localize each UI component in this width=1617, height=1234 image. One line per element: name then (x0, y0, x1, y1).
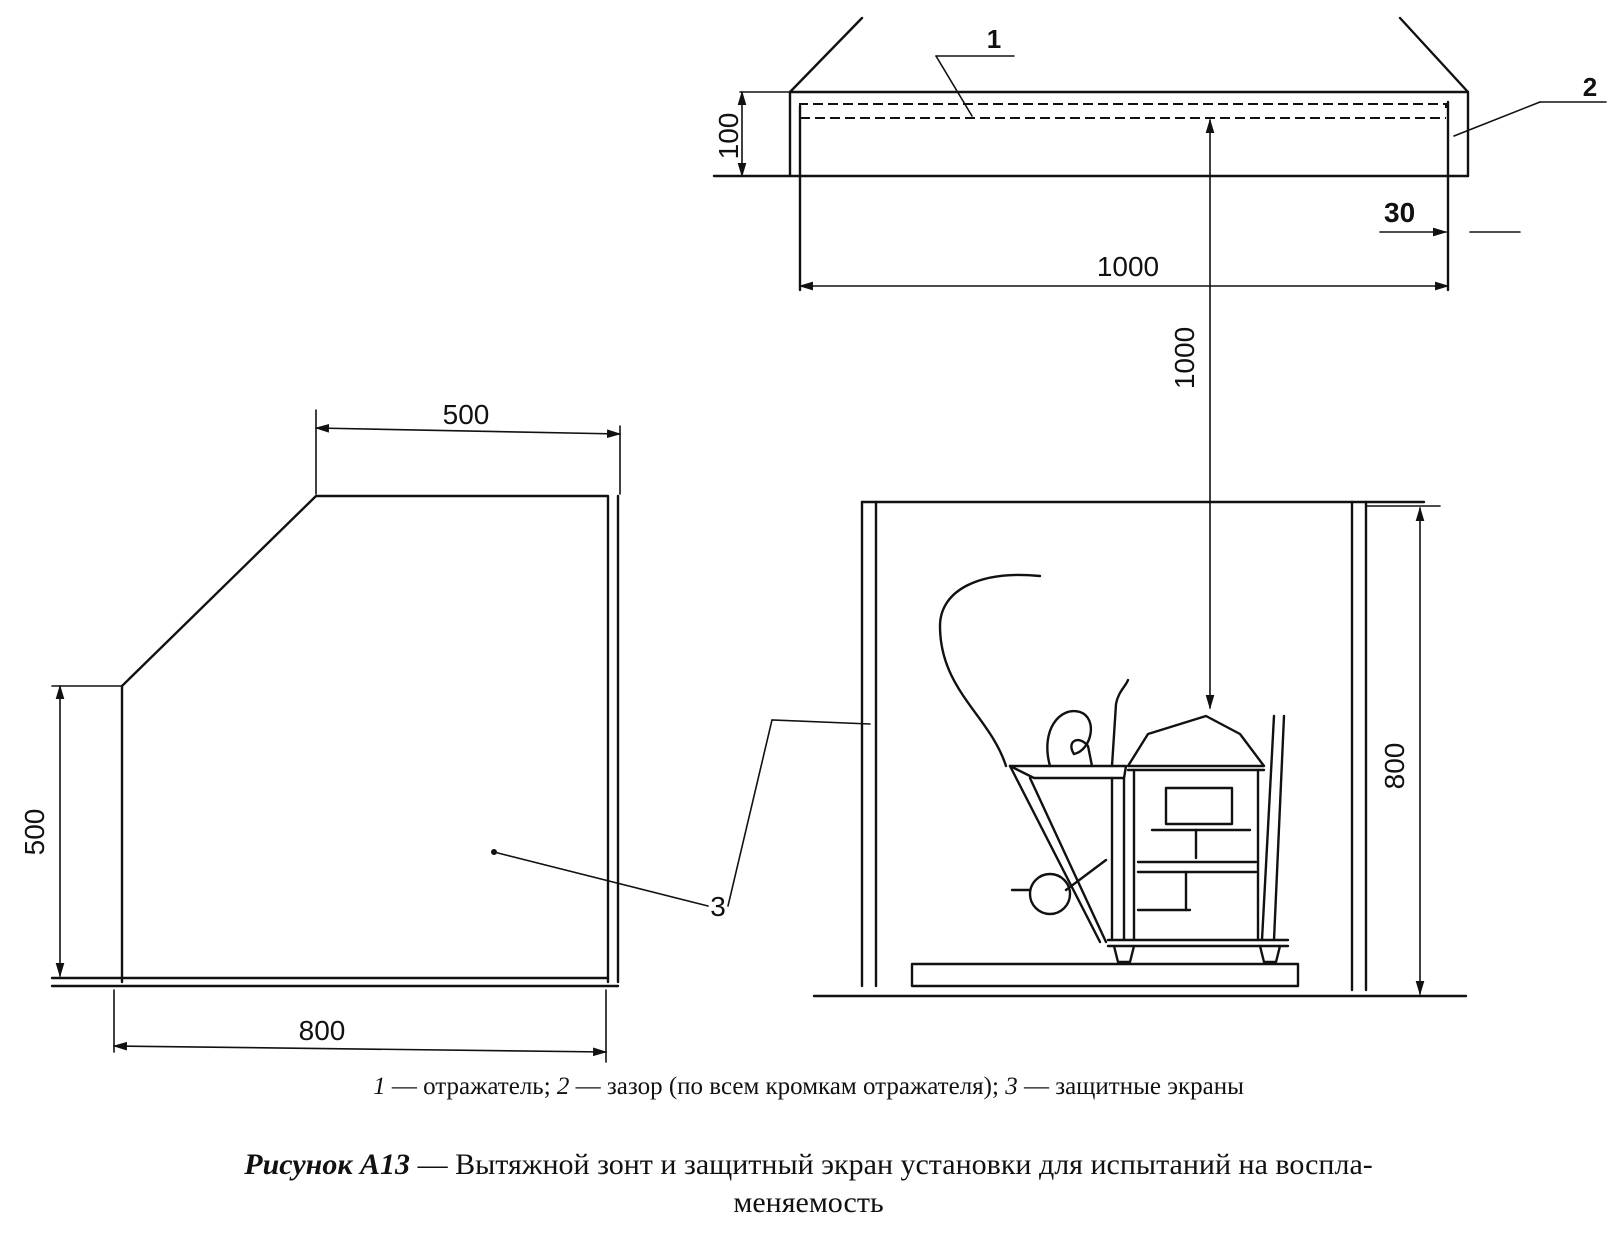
screen-top-width-dimension: 500 (314, 399, 622, 495)
caption-line-2: меняемость (733, 1186, 884, 1219)
hood-to-burner-dimension: 1000 (1169, 118, 1215, 710)
protective-screen-side (50, 494, 620, 988)
callout-1-label: 1 (987, 24, 1001, 54)
legend-text-2: — зазор (по всем кромкам отражателя); (569, 1073, 1006, 1100)
callout-3: 3 (491, 719, 871, 922)
callout-2-label: 2 (1583, 72, 1597, 102)
screen-top-width-label: 500 (443, 399, 490, 430)
hood-height-label: 100 (713, 113, 744, 160)
protective-screen-front (812, 500, 1468, 998)
legend-num-2: 2 (556, 1073, 570, 1100)
hood-width-dimension: 1000 (798, 251, 1450, 291)
extraction-hood (712, 16, 1470, 292)
screen-height-dimension: 800 (1365, 505, 1441, 996)
test-apparatus (910, 573, 1300, 988)
callout-3-label: 3 (710, 891, 726, 922)
hood-to-burner-label: 1000 (1169, 327, 1200, 389)
screen-height-label: 800 (1379, 743, 1410, 790)
reflector (799, 103, 1447, 119)
legend-num-1: 1 (373, 1073, 386, 1100)
legend-text-3: — защитные экраны (1017, 1073, 1244, 1100)
gap-dimension: 30 (1379, 197, 1521, 237)
legend: 1 — отражатель; 2 — зазор (по всем кромк… (0, 1072, 1617, 1102)
callout-2: 2 (1453, 72, 1607, 137)
hood-width-label: 1000 (1097, 251, 1159, 282)
screen-length-dimension: 800 (112, 989, 608, 1063)
screen-side-height-label: 500 (19, 809, 50, 856)
caption-line-1: — Вытяжной зонт и защитный экран установ… (410, 1148, 1373, 1181)
legend-num-3: 3 (1005, 1073, 1018, 1100)
gap-label: 30 (1384, 197, 1415, 228)
callout-1: 1 (935, 24, 1015, 117)
hood-height-dimension: 100 (713, 90, 791, 178)
screen-length-label: 800 (299, 1015, 346, 1046)
legend-text-1: — отражатель; (385, 1073, 557, 1100)
screen-side-height-dimension: 500 (19, 684, 123, 978)
figure-caption: Рисунок А13 — Вытяжной зонт и защитный э… (0, 1146, 1617, 1222)
caption-label: Рисунок А13 (244, 1148, 411, 1181)
